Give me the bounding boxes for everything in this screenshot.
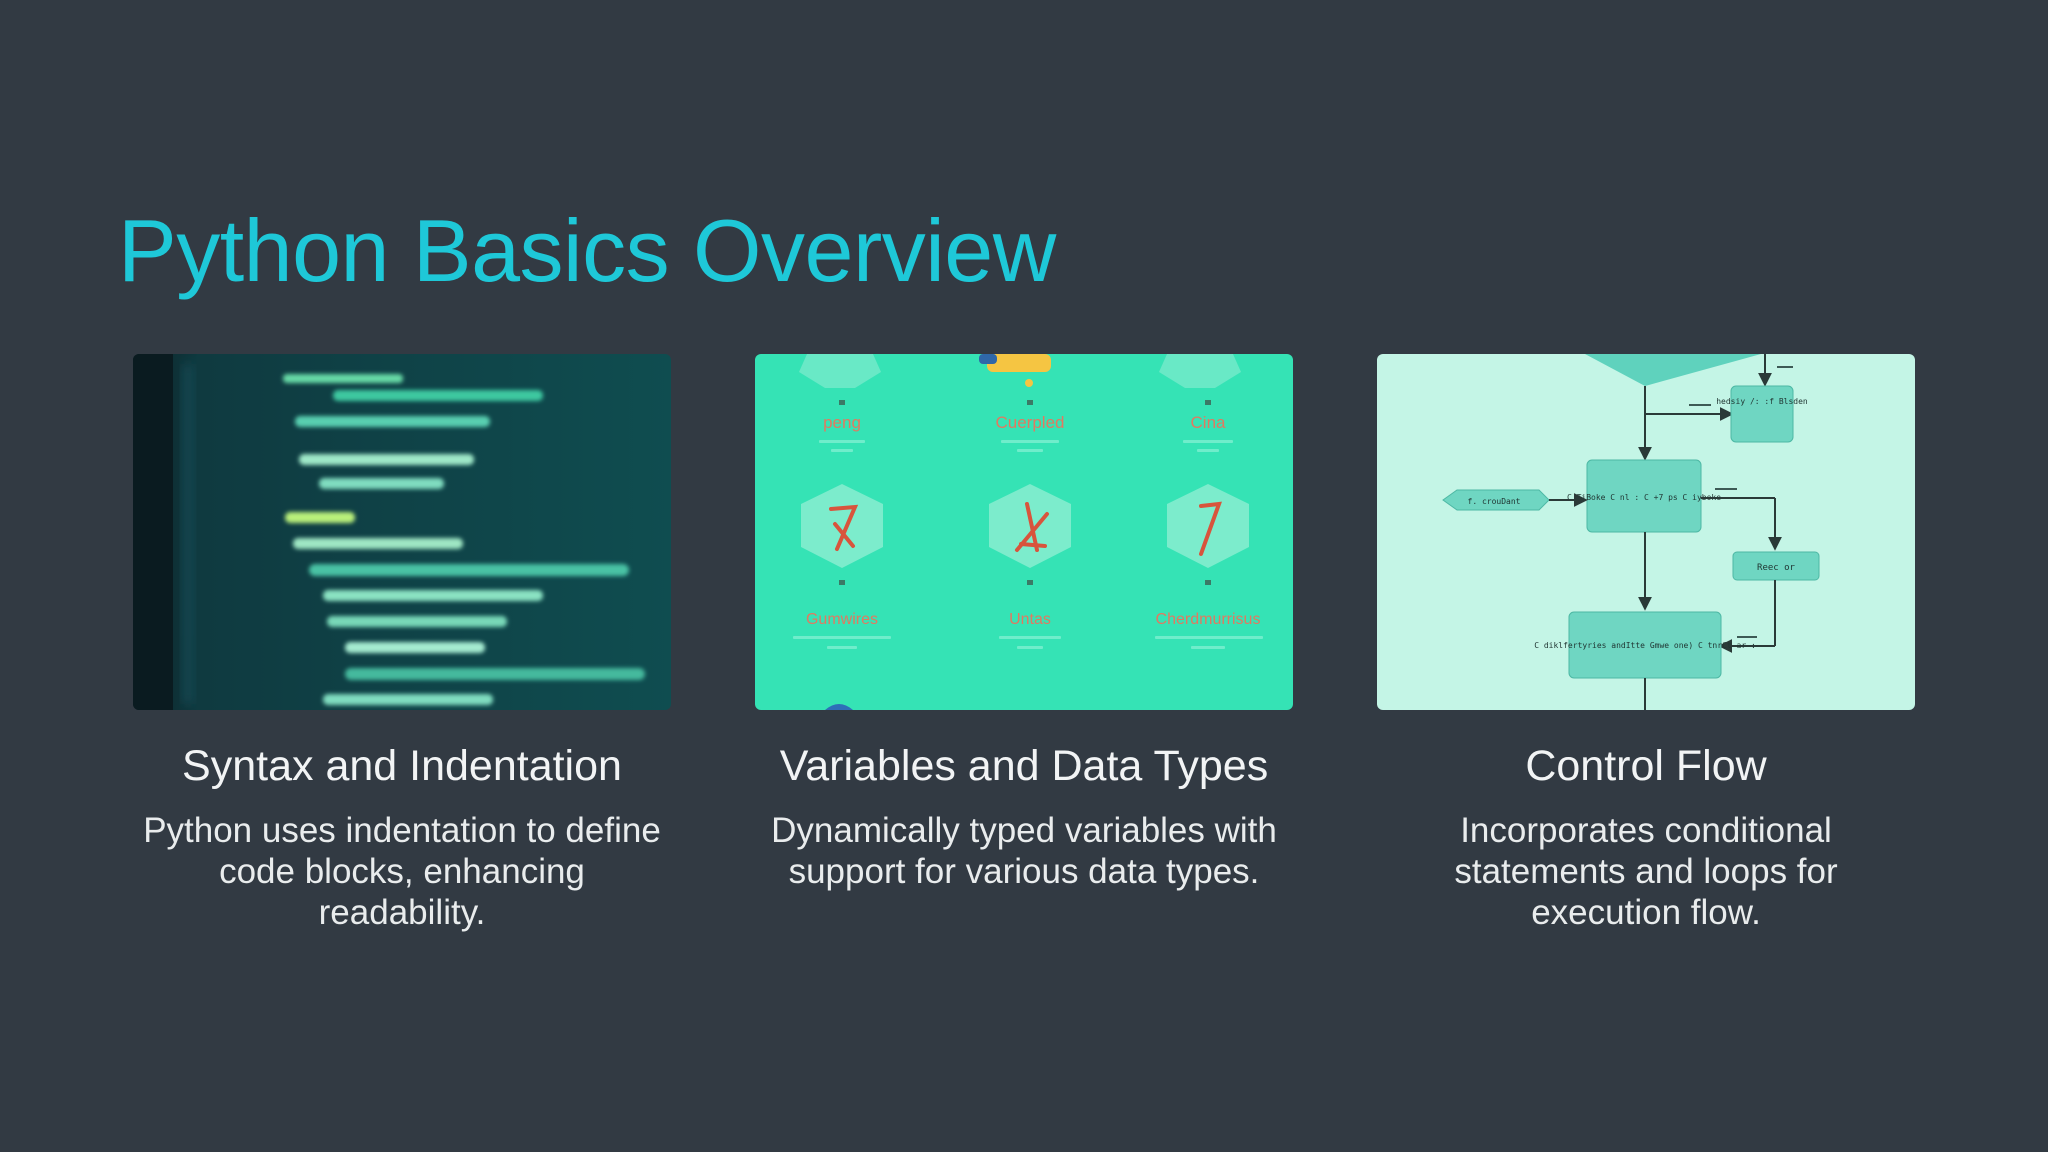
data-type-label: peng	[823, 413, 861, 432]
data-type-label: Untas	[1009, 611, 1051, 628]
card-syntax-indentation: Syntax and Indentation Python uses inden…	[133, 354, 671, 933]
card-title: Variables and Data Types	[779, 742, 1269, 790]
flow-box-label: C diklfertyries andItte Gmwe one) C tnrC…	[1534, 641, 1756, 650]
data-type-label: Cina	[1191, 413, 1227, 432]
card-variables-data-types: peng Cuerpled Cina	[755, 354, 1293, 892]
flowchart-image: hedsiy /: :f Blsden C TiBoke C nl : C +7…	[1377, 354, 1915, 710]
card-description: Incorporates conditional statements and …	[1454, 811, 1838, 932]
data-type-label: Cuerpled	[996, 413, 1065, 432]
data-type-label: Gumwires	[806, 611, 878, 628]
card-description: Python uses indentation to define code b…	[143, 811, 661, 932]
data-type-label: Cherdmurrisus	[1156, 611, 1261, 628]
data-types-grid-image: peng Cuerpled Cina	[755, 354, 1293, 710]
card-title: Control Flow	[1525, 742, 1767, 790]
slide-title: Python Basics Overview	[118, 201, 1056, 300]
flow-box-label: hedsiy /: :f Blsden	[1716, 397, 1808, 406]
card-control-flow: hedsiy /: :f Blsden C TiBoke C nl : C +7…	[1377, 354, 1915, 933]
card-description: Dynamically typed variables with support…	[771, 811, 1277, 891]
card-title: Syntax and Indentation	[182, 742, 622, 790]
flow-box-label: f. crouDant	[1468, 497, 1521, 506]
flow-box-label: Reec or	[1757, 563, 1796, 573]
flow-box-label: C TiBoke C nl : C +7 ps C iyboke	[1567, 493, 1721, 502]
code-editor-image	[133, 354, 671, 710]
